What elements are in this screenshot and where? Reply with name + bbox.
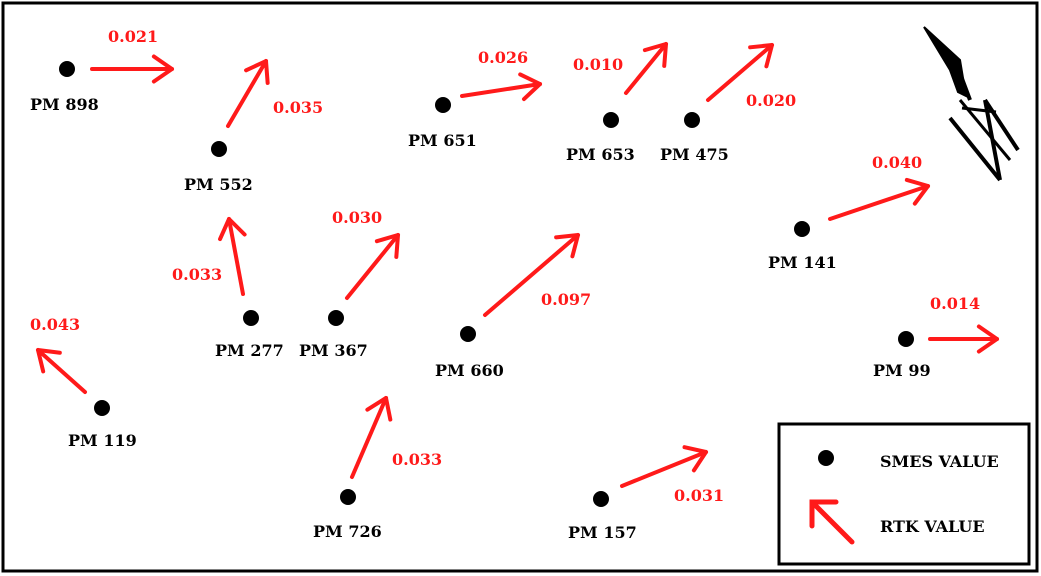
station-label: PM 367 <box>299 341 368 360</box>
rtk-arrow-icon <box>460 72 542 102</box>
station-dot-icon <box>435 97 451 113</box>
station-dot-icon <box>328 310 344 326</box>
station-label: PM 141 <box>768 253 837 272</box>
station-label: PM 119 <box>68 431 137 450</box>
rtk-arrow-icon <box>620 445 708 488</box>
station-pm726: PM 726 0.033 <box>313 396 442 541</box>
station-dot-icon <box>94 400 110 416</box>
station-dot-icon <box>898 331 914 347</box>
station-pm475: PM 475 0.020 <box>660 43 796 164</box>
station-label: PM 653 <box>566 145 635 164</box>
legend-dot-icon <box>818 450 834 466</box>
rtk-value-label: 0.043 <box>30 315 80 334</box>
rtk-arrow-icon <box>345 233 400 300</box>
station-pm660: PM 660 0.097 <box>435 233 591 380</box>
rtk-value-label: 0.020 <box>746 91 796 110</box>
rtk-value-label: 0.026 <box>478 48 528 67</box>
station-dot-icon <box>460 326 476 342</box>
station-label: PM 475 <box>660 145 729 164</box>
rtk-value-label: 0.014 <box>930 294 980 313</box>
station-pm157: PM 157 0.031 <box>568 445 724 542</box>
station-label: PM 99 <box>873 361 931 380</box>
station-dot-icon <box>211 141 227 157</box>
rtk-arrow-icon <box>350 396 393 479</box>
station-pm653: PM 653 0.010 <box>566 42 668 164</box>
rtk-arrow-icon <box>828 177 930 221</box>
rtk-arrow-icon <box>928 324 999 354</box>
rtk-arrow-icon <box>90 54 174 84</box>
station-pm367: PM 367 0.030 <box>299 208 400 360</box>
station-pm99: PM 99 0.014 <box>873 294 999 380</box>
rtk-arrow-icon <box>706 43 774 102</box>
rtk-arrow-icon <box>624 42 668 95</box>
north-arrow-icon <box>923 26 1020 182</box>
station-pm651: PM 651 0.026 <box>408 48 542 150</box>
station-dot-icon <box>603 112 619 128</box>
stations-layer: PM 898 0.021 PM 552 0.035 PM 651 0.026 PM 653 0… <box>30 27 999 542</box>
station-dot-icon <box>593 491 609 507</box>
rtk-arrow-icon <box>226 59 270 128</box>
legend-box <box>777 422 1031 566</box>
station-pm119: PM 119 0.043 <box>30 315 137 450</box>
rtk-arrow-icon <box>483 233 580 317</box>
station-pm898: PM 898 0.021 <box>30 27 174 114</box>
station-pm141: PM 141 0.040 <box>768 153 930 272</box>
station-pm277: PM 277 0.033 <box>172 217 284 360</box>
rtk-value-label: 0.097 <box>541 290 591 309</box>
rtk-arrow-icon <box>218 217 247 296</box>
legend-arrow-icon <box>809 499 855 545</box>
station-label: PM 651 <box>408 131 477 150</box>
station-label: PM 660 <box>435 361 504 380</box>
rtk-value-label: 0.010 <box>573 55 623 74</box>
rtk-value-label: 0.035 <box>273 98 323 117</box>
rtk-value-label: 0.031 <box>674 486 724 505</box>
station-dot-icon <box>340 489 356 505</box>
legend-smes-label: SMES VALUE <box>880 452 999 471</box>
legend-rtk-label: RTK VALUE <box>880 517 985 536</box>
station-pm552: PM 552 0.035 <box>184 59 323 194</box>
rtk-value-label: 0.030 <box>332 208 382 227</box>
station-dot-icon <box>243 310 259 326</box>
rtk-arrow-icon <box>36 348 87 394</box>
rtk-value-label: 0.033 <box>392 450 442 469</box>
legend: SMES VALUE RTK VALUE <box>777 422 1031 566</box>
rtk-value-label: 0.040 <box>872 153 922 172</box>
station-label: PM 898 <box>30 95 99 114</box>
station-dot-icon <box>59 61 75 77</box>
rtk-value-label: 0.033 <box>172 265 222 284</box>
station-label: PM 726 <box>313 522 382 541</box>
station-dot-icon <box>684 112 700 128</box>
station-label: PM 552 <box>184 175 253 194</box>
station-label: PM 157 <box>568 523 637 542</box>
station-dot-icon <box>794 221 810 237</box>
station-label: PM 277 <box>215 341 284 360</box>
rtk-value-label: 0.021 <box>108 27 158 46</box>
